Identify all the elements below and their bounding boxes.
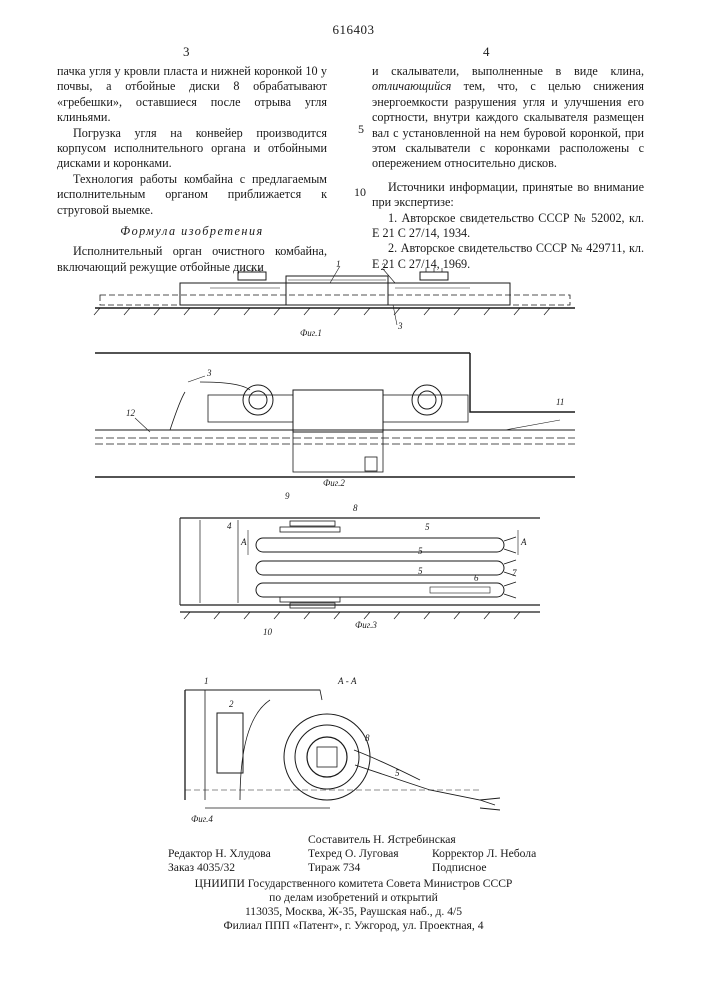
fig3-label-6: 6 — [474, 573, 479, 583]
fig1-label-2: 2 — [381, 262, 386, 272]
publisher-line-4: Филиал ППП «Патент», г. Ужгород, ул. Про… — [0, 919, 707, 934]
credit-editor: Редактор Н. Хлудова — [168, 847, 271, 862]
fig4-section-title: А - А — [338, 676, 357, 686]
figure-2 — [95, 353, 575, 477]
fig3-label-8: 8 — [353, 503, 358, 513]
fig2-label-12: 12 — [126, 408, 135, 418]
fig4-label-5: 5 — [395, 768, 400, 778]
fig4-label-8: 8 — [365, 733, 370, 743]
publisher-line-1: ЦНИИПИ Государственного комитета Совета … — [0, 877, 707, 892]
fig3-caption: Фиг.3 — [355, 620, 377, 630]
fig3-label-7: 7 — [512, 568, 517, 578]
fig3-section-mark-right: А — [521, 537, 527, 547]
credit-tech-editor: Техред О. Луговая — [308, 847, 399, 862]
figure-1 — [94, 266, 575, 325]
fig3-section-mark-left: А — [241, 537, 247, 547]
credit-compiler: Составитель Н. Ястребинская — [308, 833, 456, 848]
fig4-label-1: 1 — [204, 676, 209, 686]
figure-3 — [180, 518, 540, 619]
publisher-line-2: по делам изобретений и открытий — [0, 891, 707, 906]
credit-order: Заказ 4035/32 — [168, 861, 235, 876]
fig2-label-11: 11 — [556, 397, 564, 407]
fig3-label-10: 10 — [263, 627, 272, 637]
fig2-caption: Фиг.2 — [323, 478, 345, 488]
fig2-label-3: 3 — [207, 368, 212, 378]
fig1-caption: Фиг.1 — [300, 328, 322, 338]
credit-subscription: Подписное — [432, 861, 487, 876]
fig4-caption: Фиг.4 — [191, 814, 213, 824]
fig4-label-2: 2 — [229, 699, 234, 709]
fig1-label-1: 1 — [336, 259, 341, 269]
credit-circulation: Тираж 734 — [308, 861, 360, 876]
fig3-label-4: 4 — [227, 521, 232, 531]
fig3-label-5c: 5 — [418, 566, 423, 576]
publisher-line-3: 113035, Москва, Ж-35, Раушская наб., д. … — [0, 905, 707, 920]
fig3-label-9: 9 — [285, 491, 290, 501]
fig3-label-5b: 5 — [418, 546, 423, 556]
fig1-label-3: 3 — [398, 321, 403, 331]
credit-corrector: Корректор Л. Небола — [432, 847, 536, 862]
fig3-label-5a: 5 — [425, 522, 430, 532]
